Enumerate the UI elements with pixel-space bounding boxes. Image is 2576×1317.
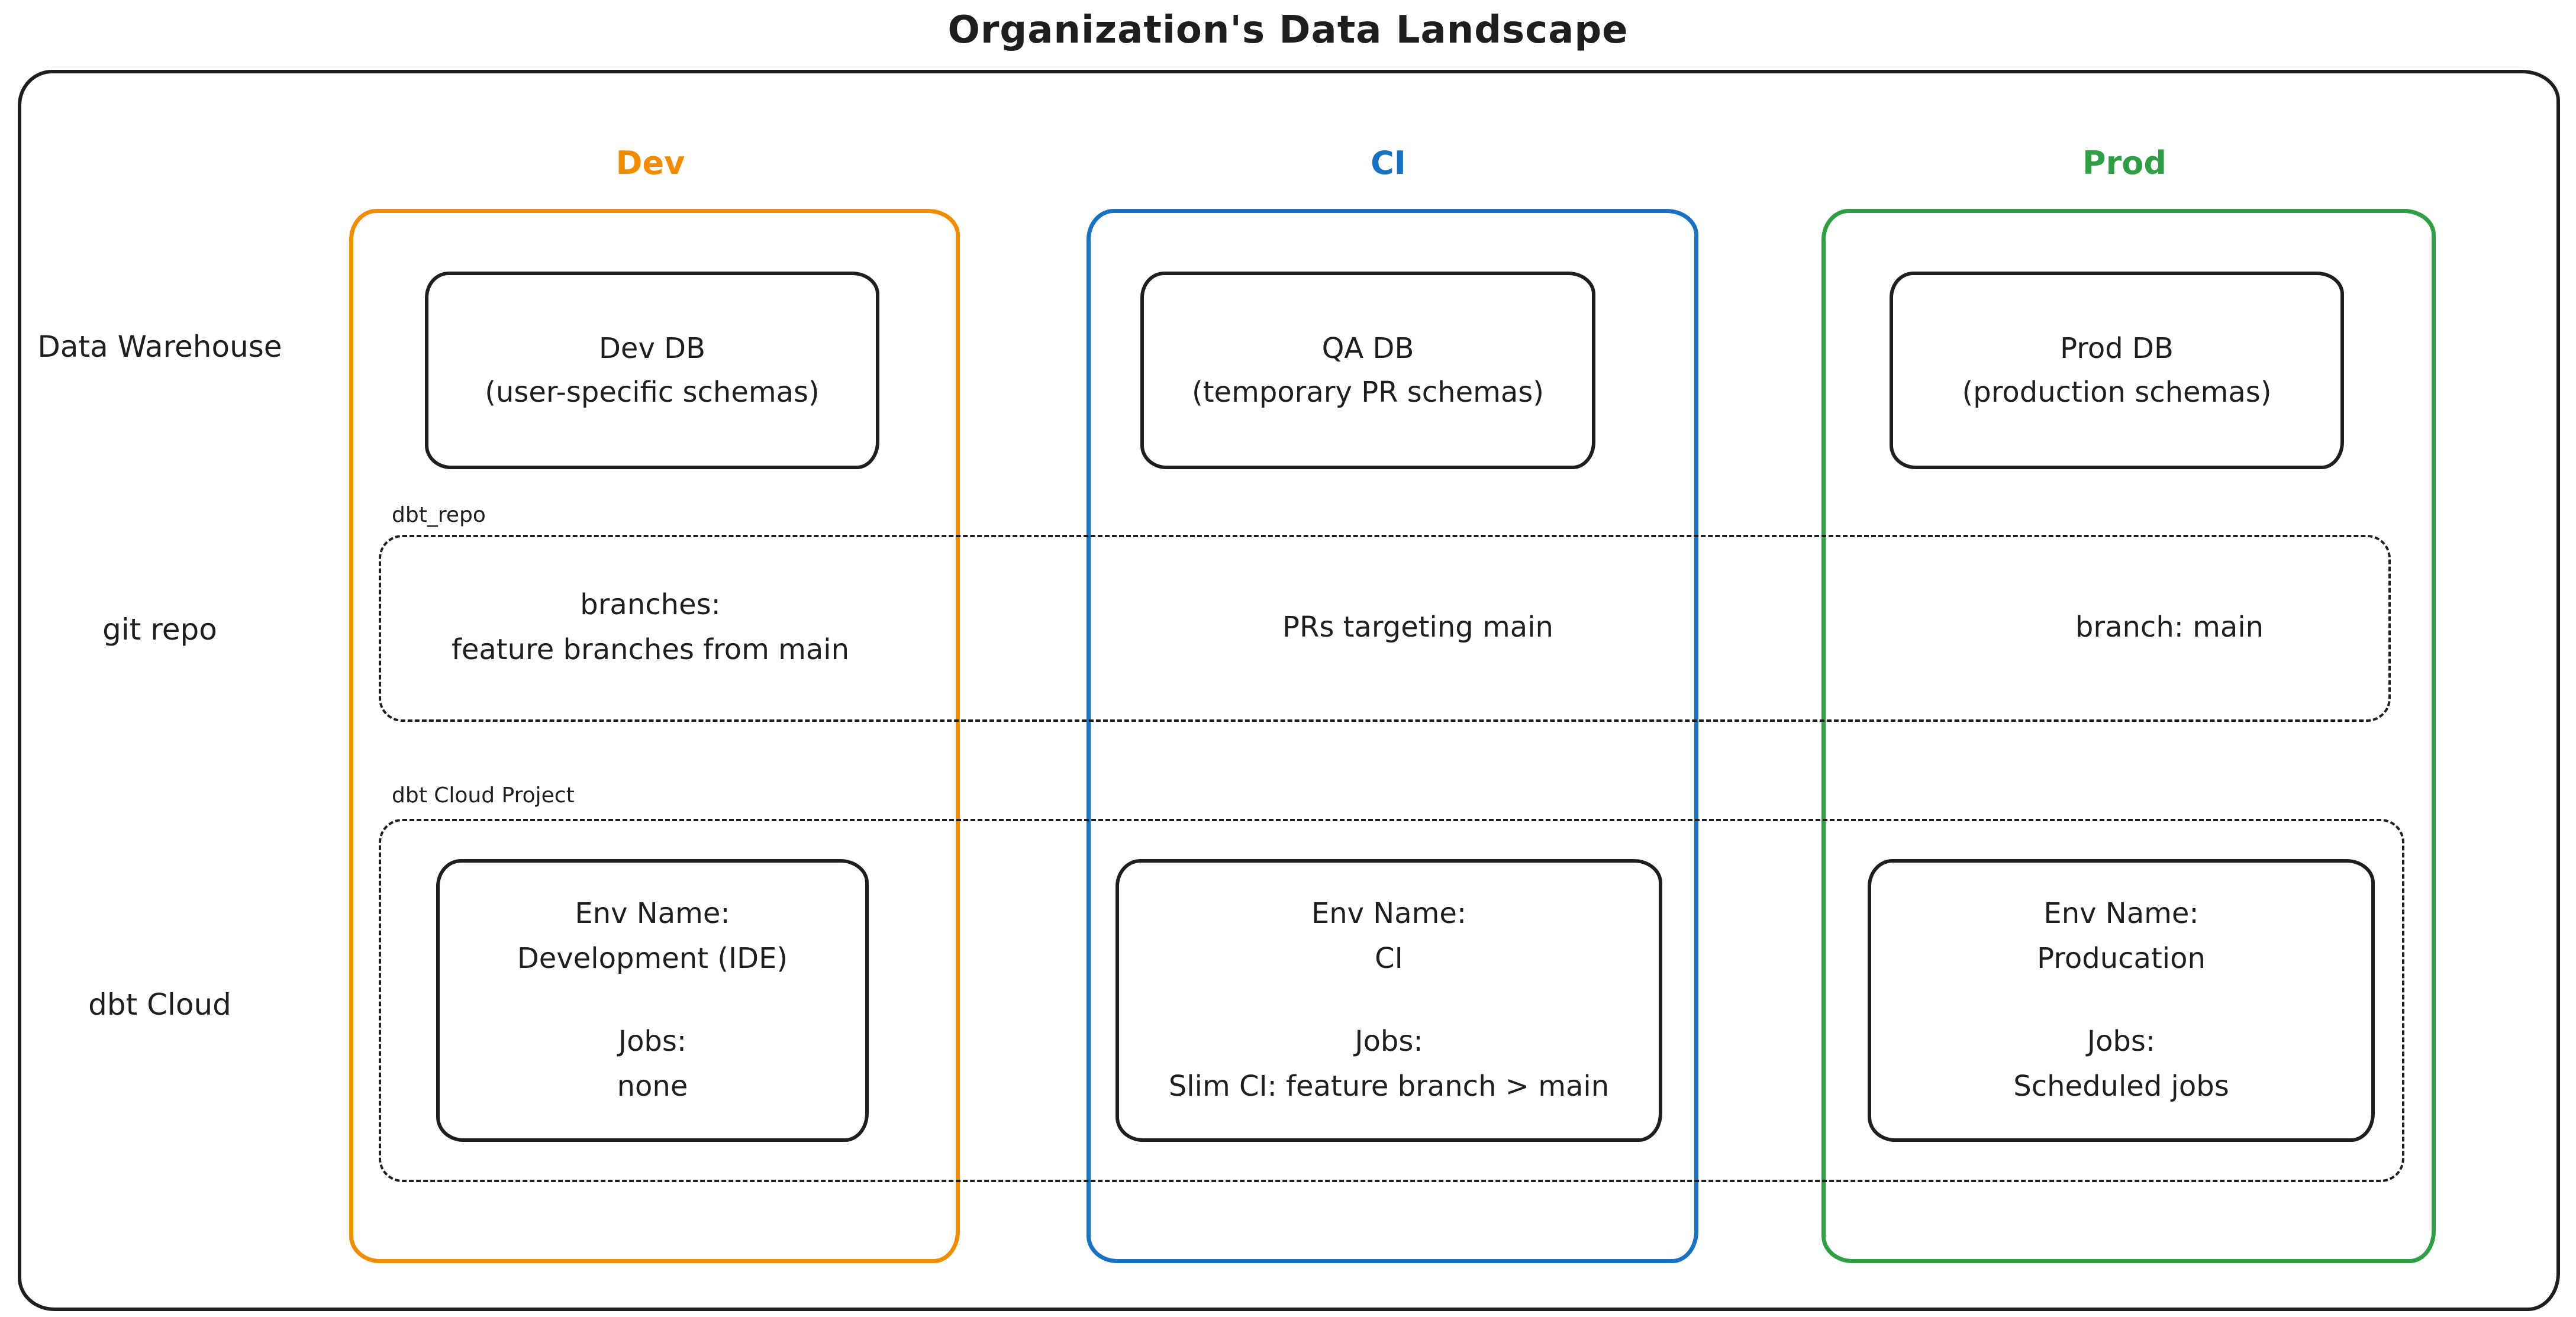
dev-jobs-value: none [617, 1070, 688, 1103]
row-label-data-warehouse: Data Warehouse [37, 330, 282, 364]
spacer [1871, 981, 2371, 1019]
dev-db-subtitle: (user-specific schemas) [485, 376, 820, 409]
prod-db-box: Prod DB (production schemas) [1890, 272, 2344, 469]
dev-column-header: Dev [615, 144, 685, 182]
dev-column-box [349, 209, 960, 1263]
row-label-dbt-cloud: dbt Cloud [88, 987, 231, 1022]
prod-jobs-label: Jobs: [2087, 1025, 2156, 1058]
ci-env-label: Env Name: [1311, 897, 1467, 930]
qa-db-box: QA DB (temporary PR schemas) [1140, 272, 1595, 469]
qa-db-title: QA DB [1321, 332, 1414, 365]
dbt-cloud-project-group-label: dbt Cloud Project [392, 783, 575, 808]
ci-column-box [1087, 209, 1698, 1263]
spacer [1119, 981, 1659, 1019]
ci-jobs-label: Jobs: [1355, 1025, 1423, 1058]
dev-jobs-label: Jobs: [618, 1025, 687, 1058]
spacer [440, 981, 865, 1019]
row-label-git-repo: git repo [102, 612, 217, 647]
git-repo-group-label: dbt_repo [392, 503, 486, 527]
ci-column-header: CI [1371, 144, 1406, 182]
outer-container-box [18, 70, 2560, 1311]
dev-db-box: Dev DB (user-specific schemas) [425, 272, 879, 469]
prod-env-label: Env Name: [2043, 897, 2199, 930]
prod-git-text: branch: main [1866, 605, 2472, 650]
ci-env-value: CI [1375, 942, 1403, 975]
prod-env-value: Producation [2037, 942, 2206, 975]
dev-git-line2: feature branches from main [451, 633, 850, 666]
ci-git-text: PRs targeting main [1116, 605, 1720, 650]
dev-env-label: Env Name: [575, 897, 730, 930]
diagram-title: Organization's Data Landscape [947, 8, 1629, 52]
prod-db-subtitle: (production schemas) [1962, 376, 2272, 409]
qa-db-subtitle: (temporary PR schemas) [1191, 376, 1545, 409]
dev-env-value: Development (IDE) [517, 942, 788, 975]
ci-env-box: Env Name: CI Jobs: Slim CI: feature bran… [1115, 859, 1662, 1142]
dev-env-box: Env Name: Development (IDE) Jobs: none [436, 859, 869, 1142]
ci-jobs-value: Slim CI: feature branch > main [1168, 1070, 1610, 1103]
dbt-cloud-project-dashed-box [379, 819, 2404, 1182]
prod-jobs-value: Scheduled jobs [2013, 1070, 2229, 1103]
prod-git-line1: branch: main [2075, 611, 2264, 644]
prod-env-box: Env Name: Producation Jobs: Scheduled jo… [1868, 859, 2375, 1142]
prod-column-header: Prod [2082, 144, 2166, 182]
prod-column-box [1821, 209, 2436, 1263]
dev-db-title: Dev DB [598, 332, 706, 365]
git-repo-dashed-box [379, 535, 2391, 722]
ci-git-line1: PRs targeting main [1282, 611, 1553, 644]
dev-git-line1: branches: [580, 588, 721, 621]
prod-db-title: Prod DB [2060, 332, 2174, 365]
dev-git-text: branches: feature branches from main [349, 582, 952, 672]
